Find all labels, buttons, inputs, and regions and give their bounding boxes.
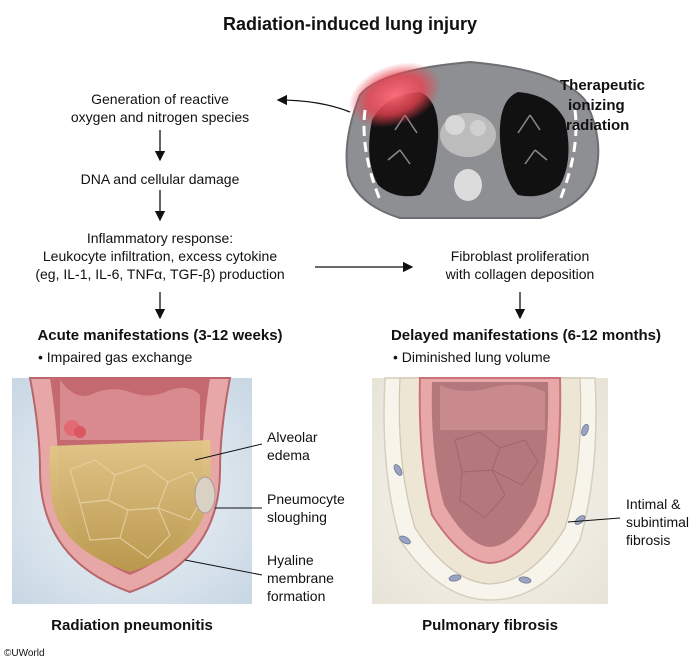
caption-radiation-pneumonitis: Radiation pneumonitis xyxy=(51,617,213,634)
step-fibroblast: Fibroblast proliferation with collagen d… xyxy=(445,248,595,282)
step-reactive-species: Generation of reactive oxygen and nitrog… xyxy=(70,91,250,125)
step-dna-damage: DNA and cellular damage xyxy=(80,171,240,187)
ct-right-lung xyxy=(499,92,569,197)
acute-bullet: • Impaired gas exchange xyxy=(38,349,193,365)
label-hyaline-membrane: Hyaline membrane formation xyxy=(267,552,334,604)
copyright: ©UWorld xyxy=(4,648,45,659)
acute-heading: Acute manifestations (3-12 weeks) xyxy=(37,327,283,344)
step-inflammatory: Inflammatory response: Leukocyte infiltr… xyxy=(35,230,285,282)
label-intimal-fibrosis: Intimal & subintimal fibrosis xyxy=(626,496,690,548)
radiation-beam xyxy=(348,62,442,128)
ct-spine xyxy=(454,169,482,201)
page-title: Radiation-induced lung injury xyxy=(223,14,477,34)
caption-pulmonary-fibrosis: Pulmonary fibrosis xyxy=(422,617,558,634)
arrow-radiation-to-ros xyxy=(276,94,351,113)
label-pneumocyte-sloughing: Pneumocyte sloughing xyxy=(267,491,345,525)
delayed-bullet: • Diminished lung volume xyxy=(393,349,551,365)
label-alveolar-edema: Alveolar edema xyxy=(267,429,318,463)
radiation-label: Therapeutic ionizing radiation xyxy=(560,77,646,134)
delayed-heading: Delayed manifestations (6-12 months) xyxy=(390,327,662,344)
